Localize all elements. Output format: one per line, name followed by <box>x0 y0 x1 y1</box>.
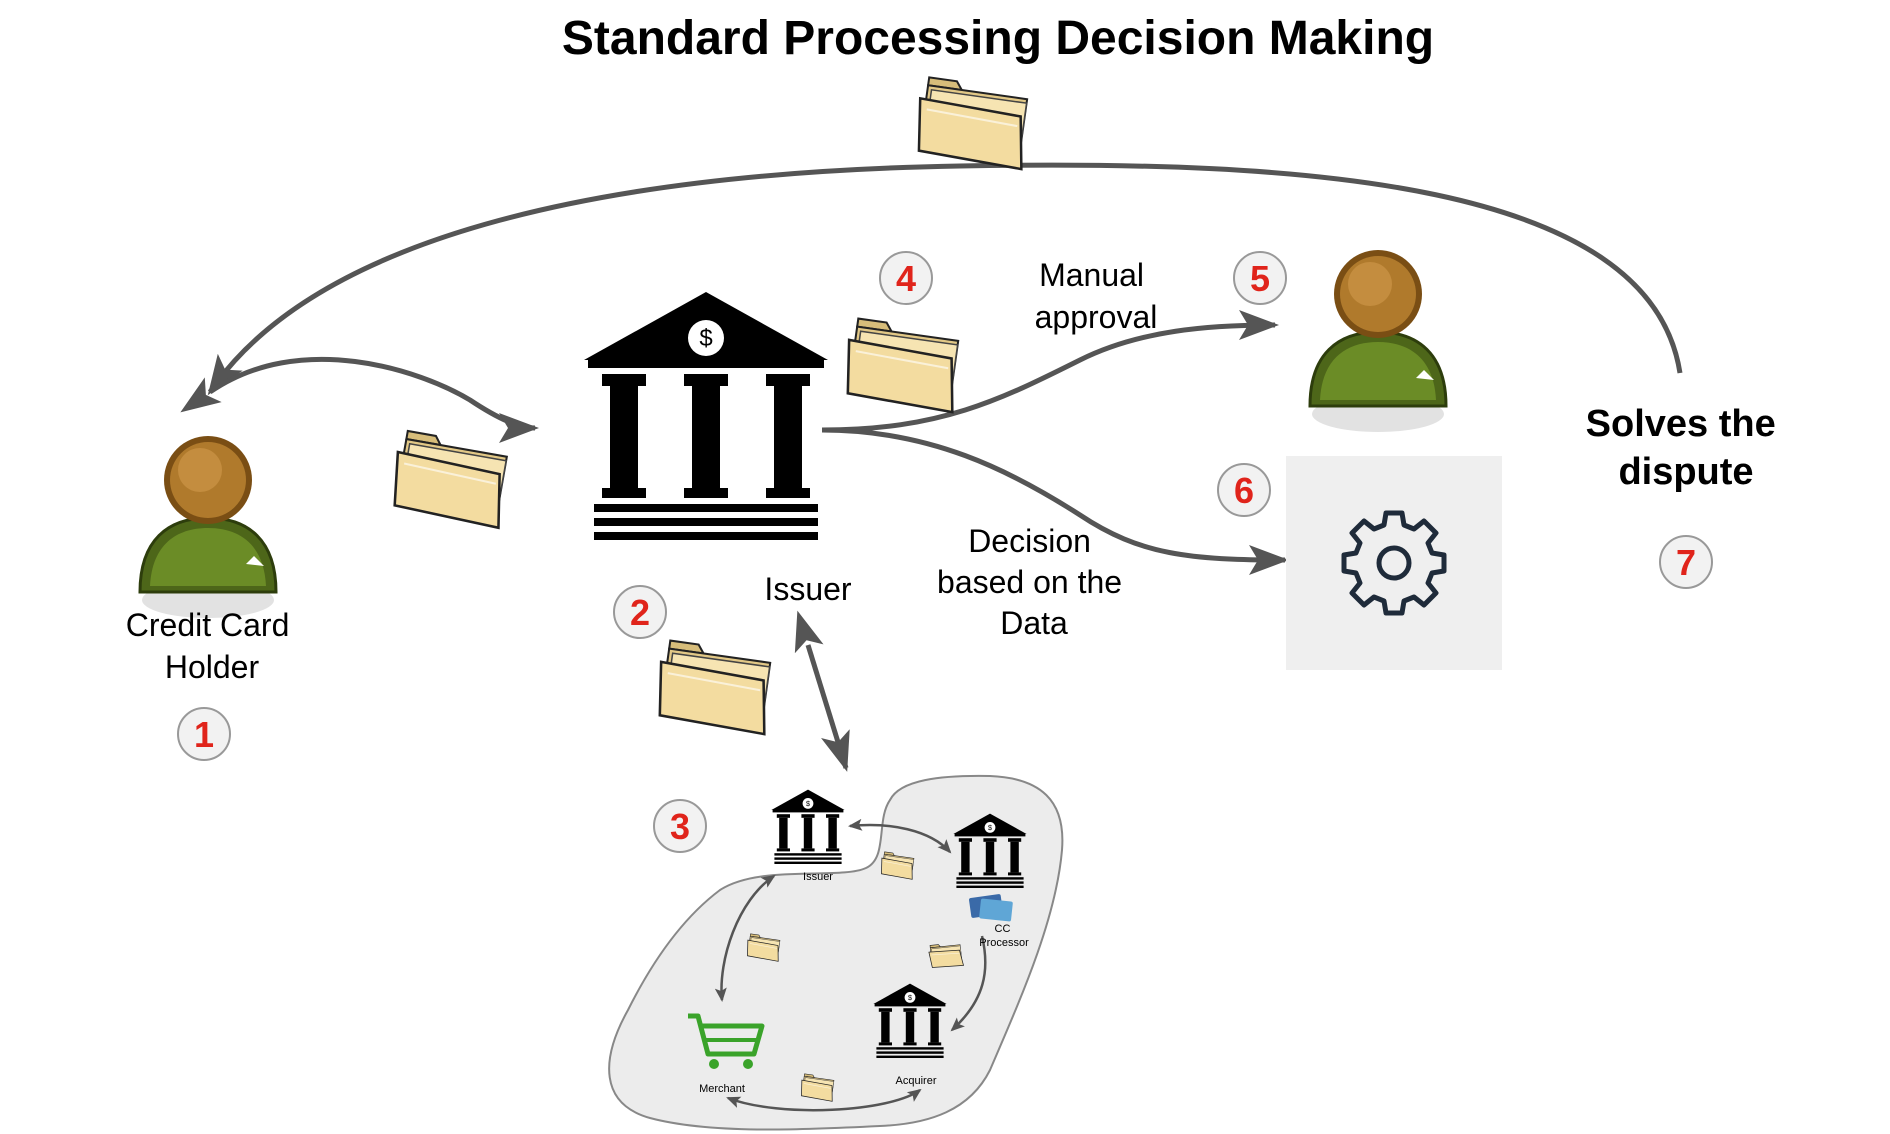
folder-icon <box>911 75 1034 171</box>
step-badge-1: 1 <box>177 707 231 761</box>
folder-icon <box>651 638 777 736</box>
step-badge-7: 7 <box>1659 535 1713 589</box>
merchant-issuer-arrow <box>714 874 776 1002</box>
dispute-return-arrow <box>207 162 1683 396</box>
diagram-title: Standard Processing Decision Making <box>562 12 1434 65</box>
step-badge-4: 4 <box>879 251 933 305</box>
acquirer-label: Acquirer <box>896 1075 937 1087</box>
step-badge-3: 3 <box>653 799 707 853</box>
svg-text:4: 4 <box>896 258 916 299</box>
issuer-processor-arrow <box>848 818 952 854</box>
card-holder-label: Credit Card Holder <box>126 607 299 685</box>
svg-text:7: 7 <box>1676 542 1696 583</box>
cc-processor-label: CC Processor <box>979 923 1029 949</box>
issuer-label: Issuer <box>764 571 851 607</box>
manual-approval-arrow <box>821 310 1279 433</box>
bank-icon <box>771 789 845 864</box>
step-badge-5: 5 <box>1233 251 1287 305</box>
decision-arrow <box>821 427 1289 575</box>
svg-text:2: 2 <box>630 592 650 633</box>
gear-icon <box>1341 510 1447 616</box>
person-icon <box>138 434 278 620</box>
merchant-label: Merchant <box>699 1083 745 1095</box>
svg-text:3: 3 <box>670 806 690 847</box>
step-badge-2: 2 <box>613 585 667 639</box>
decision-label: Decision based on the Data <box>937 523 1131 641</box>
credit-cards-icon <box>969 894 1013 922</box>
person-icon <box>1308 248 1448 434</box>
acquirer-merchant-arrow <box>726 1088 922 1112</box>
network-issuer-label: Issuer <box>803 871 833 883</box>
cart-icon <box>688 1013 765 1069</box>
manual-approval-label: Manual approval <box>1035 257 1158 335</box>
issuer-network-arrow <box>794 610 850 772</box>
folder-icon <box>839 316 965 414</box>
folder-icon <box>927 941 964 970</box>
svg-text:6: 6 <box>1234 470 1254 511</box>
processor-acquirer-arrow <box>950 935 987 1032</box>
solves-dispute-label: Solves the dispute <box>1586 403 1787 493</box>
gear-box <box>1286 456 1502 670</box>
svg-text:5: 5 <box>1250 258 1270 299</box>
bank-icon <box>584 292 828 540</box>
svg-text:1: 1 <box>194 714 214 755</box>
step-badge-6: 6 <box>1217 463 1271 517</box>
holder-issuer-arrow <box>180 356 539 443</box>
folder-icon <box>386 428 514 530</box>
